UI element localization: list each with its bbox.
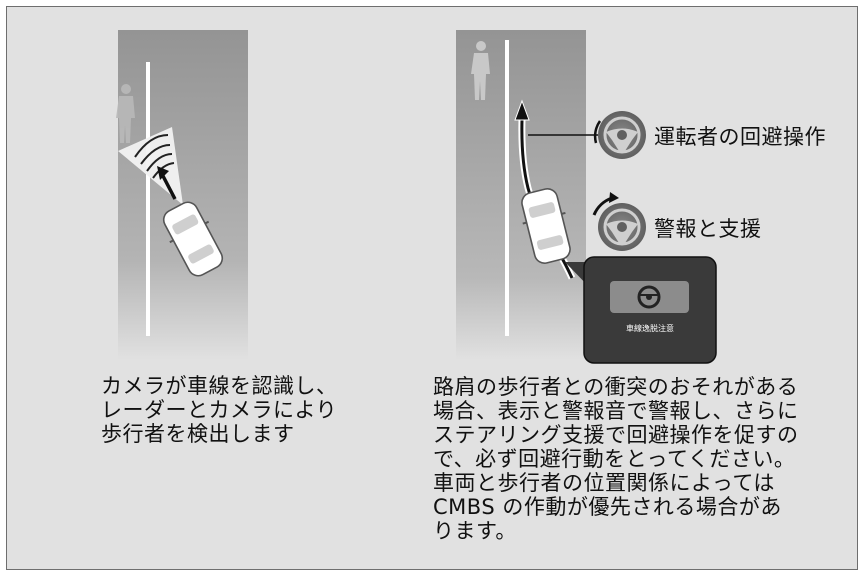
radar-sweep-icon (118, 127, 183, 205)
right-lane-line (505, 40, 509, 336)
right-caption: 路肩の歩行者との衝突のおそれがある 場合、表示と警報音で警報し、さらに ステアリ… (433, 375, 799, 543)
pedestrian-icon (116, 84, 135, 143)
left-road (118, 30, 248, 360)
warning-display-icon (565, 256, 717, 364)
steering-wheel-icon (592, 192, 646, 251)
steering-wheel-icon (593, 111, 646, 159)
left-lane-line (146, 62, 150, 336)
car-icon (162, 201, 224, 277)
left-caption: カメラが車線を認識し、 レーダーとカメラにより 歩行者を検出します (101, 374, 338, 446)
car-icon (521, 188, 571, 264)
display-message: 車線逸脱注意 (626, 324, 674, 333)
label-warning-support: 警報と支援 (654, 217, 762, 241)
label-driver-avoidance: 運転者の回避操作 (654, 125, 826, 149)
pedestrian-icon (471, 41, 490, 100)
